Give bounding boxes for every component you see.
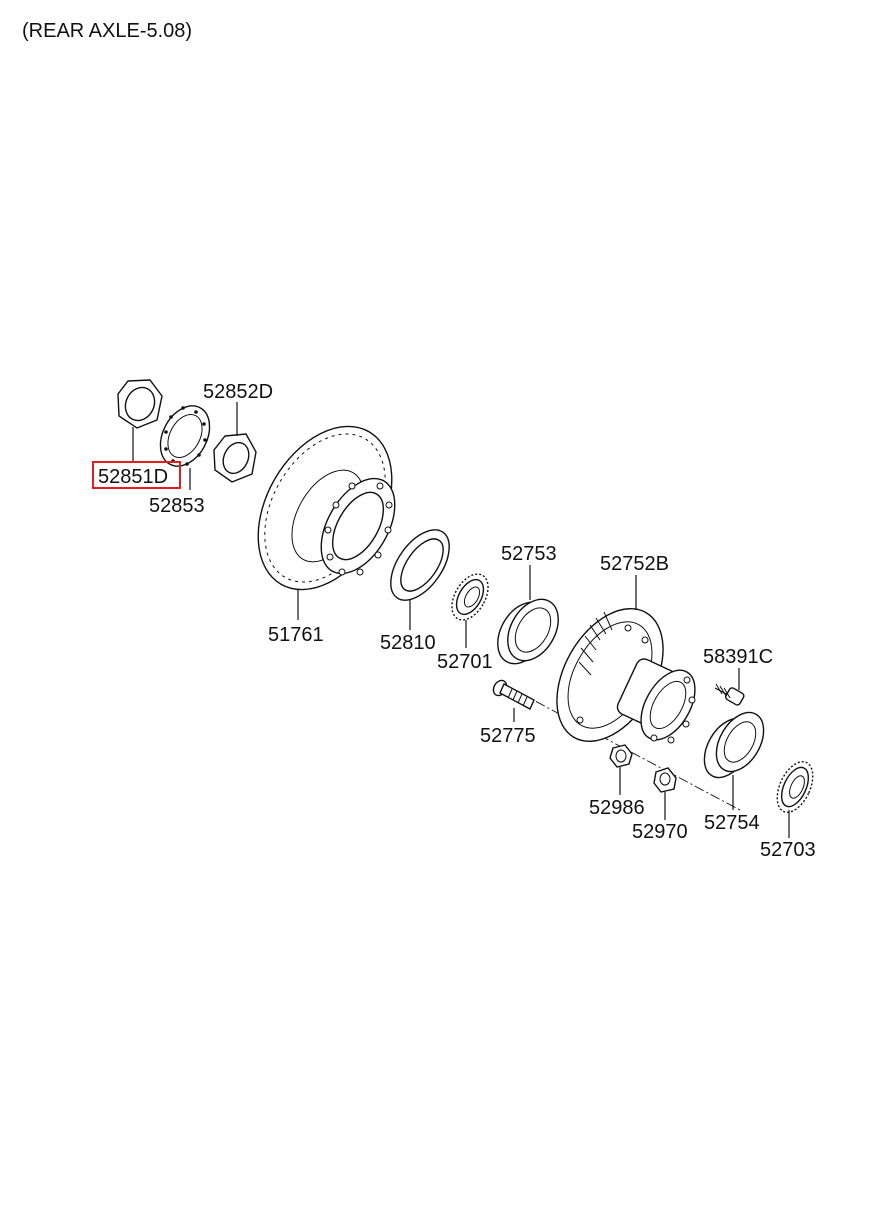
lock-washer-52853-drawing[interactable] xyxy=(151,397,220,474)
diagram-title: (REAR AXLE-5.08) xyxy=(22,20,192,42)
part-label-52753[interactable]: 52753 xyxy=(501,543,557,565)
nut-52986-drawing[interactable] xyxy=(609,744,633,768)
part-label-52810[interactable]: 52810 xyxy=(380,632,436,654)
stud-52775-drawing[interactable] xyxy=(491,678,535,710)
hub-52752b-drawing[interactable] xyxy=(535,590,706,760)
part-label-52703[interactable]: 52703 xyxy=(760,839,816,861)
part-label-52754[interactable]: 52754 xyxy=(704,812,760,834)
brake-disc-51761-drawing[interactable] xyxy=(231,403,419,613)
axis-centerline xyxy=(519,692,741,811)
seal-52810-drawing[interactable] xyxy=(379,520,461,611)
hex-nut-52851d-drawing[interactable] xyxy=(117,379,163,429)
wheel-nut-52970-drawing[interactable] xyxy=(653,767,677,793)
tone-ring-52703-drawing[interactable] xyxy=(770,756,820,818)
screw-58391c-drawing[interactable] xyxy=(714,683,745,706)
tone-ring-52701-drawing[interactable] xyxy=(445,568,496,626)
bearing-52753-drawing[interactable] xyxy=(487,590,568,672)
part-label-52970[interactable]: 52970 xyxy=(632,821,688,843)
part-label-58391c[interactable]: 58391C xyxy=(703,646,773,668)
part-label-52851d[interactable]: 52851D xyxy=(98,466,168,488)
part-label-52852d[interactable]: 52852D xyxy=(203,381,273,403)
part-label-52853[interactable]: 52853 xyxy=(149,495,205,517)
leader-lines xyxy=(132,402,790,838)
nut-52852d-drawing[interactable] xyxy=(213,433,257,483)
part-label-51761[interactable]: 51761 xyxy=(268,624,324,646)
part-label-52701[interactable]: 52701 xyxy=(437,651,493,673)
highlight-box-52851d xyxy=(92,461,181,489)
bearing-52754-drawing[interactable] xyxy=(695,704,774,785)
part-label-52752b[interactable]: 52752B xyxy=(600,553,669,575)
part-label-52775[interactable]: 52775 xyxy=(480,725,536,747)
part-label-52986[interactable]: 52986 xyxy=(589,797,645,819)
